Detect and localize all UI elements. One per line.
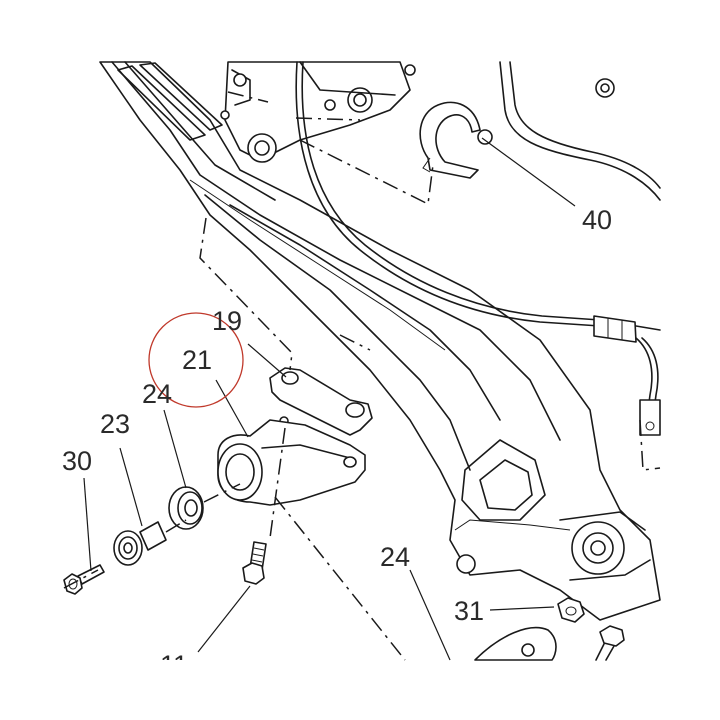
callout-23: 23 xyxy=(100,409,130,439)
upper-bracket xyxy=(220,61,416,163)
leader-lines xyxy=(83,137,576,661)
nut xyxy=(557,597,585,623)
lower-plate xyxy=(474,626,557,661)
frame-rail xyxy=(99,61,661,621)
body-panel xyxy=(499,61,661,201)
bolt xyxy=(63,564,105,595)
callout-30: 30 xyxy=(62,446,92,476)
callout-40: 40 xyxy=(582,205,612,235)
callout-21: 21 xyxy=(182,345,212,375)
clip-part xyxy=(419,101,493,179)
callout-24-rail: 24 xyxy=(380,542,410,572)
callout-31: 31 xyxy=(454,596,484,626)
assembly-lines xyxy=(63,91,661,661)
callout-11-clip: 11 xyxy=(160,650,188,680)
lower-bolt xyxy=(595,625,625,661)
washer-bushing xyxy=(168,486,204,530)
highlight-circle xyxy=(148,312,244,408)
spacer-sleeve xyxy=(113,521,167,566)
flange-screw xyxy=(242,541,267,585)
callout-19: 19 xyxy=(212,306,242,336)
bushing-housing xyxy=(217,419,366,506)
callout-24-washer: 24 xyxy=(142,379,172,409)
callout-11: 11 xyxy=(160,650,188,680)
wire-harness xyxy=(295,61,661,436)
